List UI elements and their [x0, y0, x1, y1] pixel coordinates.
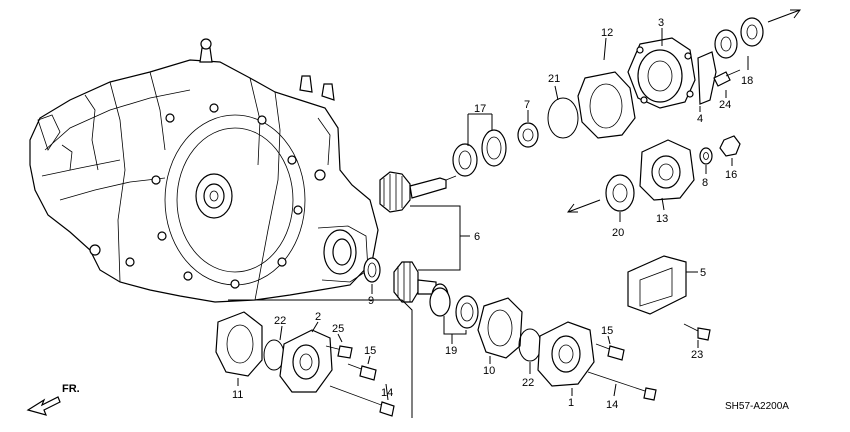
leader-lines [237, 9, 801, 401]
label-16: 16 [725, 169, 737, 181]
front-arrow-icon [26, 396, 61, 416]
long-bolt-14-left [329, 385, 395, 417]
long-bolt-14-right [587, 371, 657, 401]
label-11: 11 [232, 389, 243, 401]
label-15-left: 15 [364, 345, 376, 357]
o-ring-22 [518, 328, 542, 362]
washer-8 [699, 147, 713, 165]
shim-4 [697, 51, 717, 105]
bolt-15-left [347, 363, 377, 381]
label-9: 9 [368, 295, 374, 307]
label-25: 25 [332, 323, 344, 335]
label-17: 17 [474, 103, 486, 115]
bearing-18 [714, 17, 764, 59]
front-direction-indicator: FR. [26, 383, 80, 416]
gasket-10 [477, 297, 523, 359]
label-22-left: 22 [274, 315, 286, 327]
label-4: 4 [697, 113, 703, 125]
transfer-housing-3 [627, 37, 696, 109]
collar-7 [517, 122, 539, 148]
bolt-23 [683, 323, 711, 341]
bracket-5 [627, 255, 687, 315]
part-labels: 12 3 18 24 4 21 7 17 8 16 13 20 6 5 23 9… [232, 17, 753, 411]
transmission-case [29, 38, 379, 303]
label-18: 18 [741, 75, 753, 87]
label-23: 23 [691, 349, 703, 361]
cover-2 [279, 329, 333, 393]
label-24: 24 [719, 99, 731, 111]
cover-1 [537, 321, 595, 387]
label-7: 7 [524, 99, 530, 111]
label-2: 2 [315, 311, 321, 323]
gasket-12 [577, 71, 636, 139]
detail-panel-border [228, 299, 413, 418]
label-13: 13 [656, 213, 668, 225]
nut-16 [719, 135, 741, 157]
label-3: 3 [658, 17, 664, 29]
label-14-left: 14 [381, 387, 393, 399]
bolt-15-right [595, 343, 625, 361]
front-direction-label: FR. [62, 383, 80, 395]
gasket-11 [215, 311, 263, 377]
o-ring-21 [547, 97, 579, 139]
label-14-right: 14 [606, 399, 618, 411]
cover-13 [639, 139, 695, 201]
label-10: 10 [483, 365, 495, 377]
bearing-19 [429, 287, 479, 329]
label-21: 21 [548, 73, 560, 85]
label-1: 1 [568, 397, 574, 409]
label-5: 5 [700, 267, 706, 279]
label-19: 19 [445, 345, 457, 357]
label-6: 6 [474, 231, 480, 243]
bolt-25 [325, 345, 353, 359]
label-22-right: 22 [522, 377, 534, 389]
hypoid-gear-6 [379, 171, 457, 309]
bolt-24 [713, 69, 741, 87]
label-8: 8 [702, 177, 708, 189]
label-20: 20 [612, 227, 624, 239]
oil-seal-20 [605, 174, 635, 212]
bearing-17 [452, 129, 507, 177]
oil-seal-9 [363, 257, 381, 283]
label-12: 12 [601, 27, 613, 39]
diagram-code: SH57-A2200A [725, 401, 789, 412]
label-15-right: 15 [601, 325, 613, 337]
